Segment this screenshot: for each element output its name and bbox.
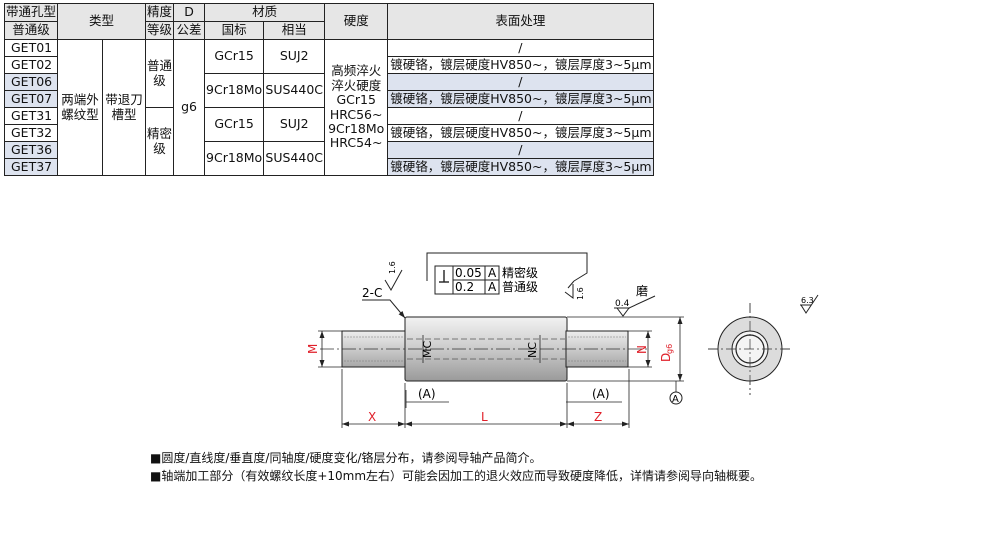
tol-ref-1: A: [488, 266, 497, 280]
dim-m: M: [306, 330, 342, 368]
svg-text:磨: 磨: [636, 284, 648, 298]
type-cell-1: 两端外 螺纹型: [57, 39, 104, 176]
roughness-mark-left: 1.6: [384, 261, 403, 292]
tolerance-frame: 0.05 A 精密级 0.2 A 普通级: [426, 252, 588, 295]
hdr-d-tolerance: 公差: [173, 21, 206, 40]
hdr-code: 带通孔型: [3, 3, 59, 22]
tol-label-2: 普通级: [502, 280, 538, 294]
mat-std-cell: 9Cr18Mo: [204, 73, 265, 108]
dim-mc: MC: [421, 335, 434, 363]
note-2: ■轴端加工部分（有效螺纹长度+10mm左右）可能会因加工的退火效应而导致硬度降低…: [150, 469, 763, 483]
end-view: [708, 303, 792, 395]
mat-std-cell: 9Cr18Mo: [204, 141, 265, 176]
precision-fine: 精密 级: [145, 107, 175, 176]
svg-text:6.3: 6.3: [801, 296, 814, 305]
dim-nc: NC: [526, 335, 541, 363]
svg-text:N: N: [635, 345, 649, 354]
hdr-code-grade: 普通级: [3, 21, 59, 40]
hdr-material: 材质: [204, 3, 326, 22]
tol-label-1: 精密级: [502, 265, 538, 280]
svg-text:2-C: 2-C: [362, 286, 382, 300]
code-cell: GET07: [3, 90, 59, 108]
code-cell: GET36: [3, 141, 59, 159]
surface-cell: 镀硬铬，镀层硬度HV850~，镀层厚度3~5μm: [387, 158, 654, 176]
svg-text:0.4: 0.4: [615, 299, 630, 309]
roughness-mark-grind: 0.4 磨: [614, 284, 656, 317]
dim-z: Z: [594, 410, 602, 424]
svg-text:M: M: [306, 344, 320, 354]
svg-text:NC: NC: [526, 342, 539, 358]
dim-l: L: [481, 410, 488, 424]
roughness-mark-general: 6.3: [800, 294, 819, 314]
svg-text:D: D: [659, 353, 673, 362]
mat-equiv-cell: SUS440C: [263, 141, 326, 176]
hdr-precision: 精度: [145, 3, 175, 22]
note-1: ■圆度/直线度/垂直度/同轴度/硬度变化/铬层分布，请参阅导轴产品简介。: [150, 451, 542, 465]
mat-equiv-cell: SUJ2: [263, 107, 326, 142]
datum-a-right: (A): [566, 387, 622, 403]
surface-cell: /: [387, 73, 654, 91]
hdr-d: D: [173, 3, 206, 22]
hdr-surface: 表面处理: [387, 3, 654, 40]
dim-d: D g6 A: [567, 316, 684, 405]
svg-text:(A): (A): [592, 387, 610, 401]
svg-text:MC: MC: [421, 341, 434, 358]
datum-a-left: (A): [405, 387, 449, 408]
tol-ref-2: A: [488, 280, 497, 294]
chamfer-label: 2-C: [362, 286, 406, 319]
code-cell: GET37: [3, 158, 59, 176]
precision-normal: 普通 级: [145, 39, 175, 108]
svg-text:g6: g6: [665, 344, 674, 354]
code-cell: GET02: [3, 56, 59, 74]
code-cell: GET06: [3, 73, 59, 91]
svg-text:1.6: 1.6: [576, 287, 585, 300]
shaft-body: [320, 316, 650, 382]
hardness-cell: 高频淬火 淬火硬度 GCr15 HRC56~ 9Cr18Mo HRC54~: [324, 39, 389, 176]
roughness-mark-right: 1.6: [564, 284, 585, 300]
tol-value-1: 0.05: [455, 266, 482, 280]
dim-n: N: [628, 330, 652, 368]
surface-cell: /: [387, 141, 654, 159]
svg-text:1.6: 1.6: [388, 261, 397, 274]
datum-a-circle: A: [672, 394, 679, 405]
dim-xlz: X L Z: [341, 369, 630, 428]
svg-text:(A): (A): [418, 387, 436, 401]
tol-value-2: 0.2: [455, 280, 474, 294]
hdr-mat-equiv: 相当: [263, 21, 326, 40]
spec-table: 带通孔型 类型 精度 D 材质 硬度 表面处理 普通级 等级 公差 国标 相当 …: [3, 3, 654, 176]
dim-x: X: [368, 410, 376, 424]
mat-std-cell: GCr15: [204, 39, 265, 74]
hdr-hardness: 硬度: [324, 3, 389, 40]
